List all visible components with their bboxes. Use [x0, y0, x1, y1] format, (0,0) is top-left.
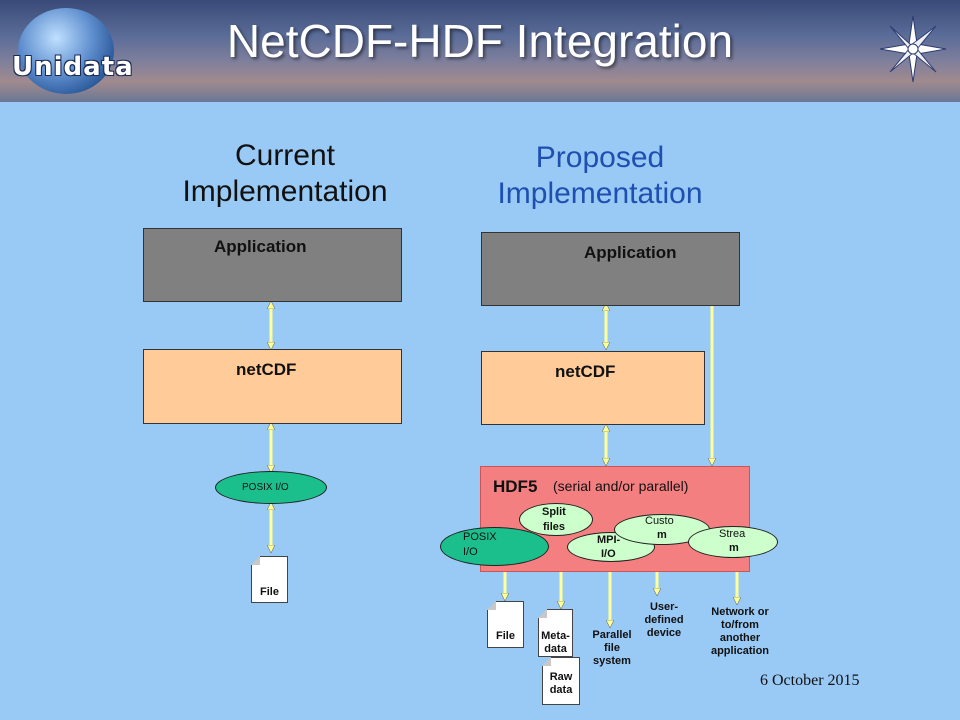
- proposed-posix-line2: I/O: [463, 546, 478, 558]
- custom-line1: Custo: [645, 515, 674, 527]
- user-device-line2: defined: [644, 614, 684, 626]
- snowflake-star-icon: [879, 15, 947, 83]
- user-device-line1: User-: [649, 601, 679, 613]
- current-netcdf-label: netCDF: [236, 360, 297, 379]
- split-line2: files: [543, 521, 566, 533]
- metadata-file-icon: Meta- data: [538, 609, 573, 657]
- proposed-posix-io-ellipse: POSIX I/O: [440, 527, 549, 566]
- slide-title: NetCDF-HDF Integration: [226, 15, 734, 67]
- slide-date: 6 October 2015: [760, 672, 860, 689]
- stream-driver-ellipse: Strea m: [688, 526, 778, 558]
- parallel-fs-caption: Parallel file system: [580, 629, 644, 668]
- parallel-fs-line3: system: [593, 655, 631, 667]
- metadata-line1: Meta-: [541, 630, 570, 642]
- network-line4: application: [710, 645, 770, 657]
- current-application-box: Application: [143, 228, 402, 302]
- proposed-heading-line2: Implementation: [497, 177, 703, 210]
- current-file-icon: File: [251, 556, 288, 603]
- rawdata-line1: Raw: [549, 671, 573, 683]
- custom-line2: m: [657, 529, 667, 541]
- parallel-fs-line2: file: [604, 642, 620, 654]
- current-posix-io-label: POSIX I/O: [242, 482, 289, 493]
- split-files-ellipse: Split files: [519, 503, 593, 536]
- proposed-application-box: Application: [481, 232, 740, 306]
- proposed-file-icon: File: [487, 601, 524, 648]
- network-line1: Network or: [711, 606, 769, 618]
- current-netcdf-box: netCDF: [143, 349, 402, 424]
- rawdata-line2: data: [549, 684, 573, 696]
- mpi-line2: I/O: [601, 548, 616, 560]
- metadata-line2: data: [544, 643, 567, 655]
- current-posix-io-ellipse: POSIX I/O: [215, 471, 327, 504]
- globe-icon: [18, 8, 114, 94]
- rawdata-file-icon: Raw data: [542, 657, 580, 705]
- hdf5-label: HDF5: [493, 477, 538, 496]
- network-line3: another: [719, 632, 761, 644]
- split-line1: Split: [542, 506, 566, 518]
- stream-line2: m: [729, 542, 739, 554]
- user-device-caption: User- defined device: [632, 601, 696, 640]
- parallel-fs-line1: Parallel: [592, 629, 632, 641]
- network-caption: Network or to/from another application: [698, 606, 782, 658]
- hdf5-note: (serial and/or parallel): [553, 478, 689, 494]
- header-banner: [0, 0, 960, 102]
- proposed-application-label: Application: [584, 243, 677, 262]
- current-heading-line1: Current: [234, 139, 336, 172]
- current-file-label: File: [260, 586, 279, 598]
- proposed-netcdf-label: netCDF: [555, 362, 616, 381]
- proposed-implementation-heading: Proposed Implementation: [450, 140, 750, 212]
- proposed-netcdf-box: netCDF: [481, 351, 705, 425]
- network-line2: to/from: [721, 619, 759, 631]
- proposed-heading-line1: Proposed: [535, 141, 665, 174]
- stream-line1: Strea: [719, 528, 746, 540]
- proposed-file-label: File: [496, 630, 515, 642]
- current-implementation-heading: Current Implementation: [140, 138, 430, 210]
- proposed-posix-line1: POSIX: [463, 531, 497, 543]
- unidata-logo: Unidata: [12, 52, 134, 82]
- mpi-line1: MPI-: [597, 534, 621, 546]
- current-application-label: Application: [214, 237, 307, 256]
- user-device-line3: device: [646, 627, 682, 639]
- current-heading-line2: Implementation: [182, 175, 388, 208]
